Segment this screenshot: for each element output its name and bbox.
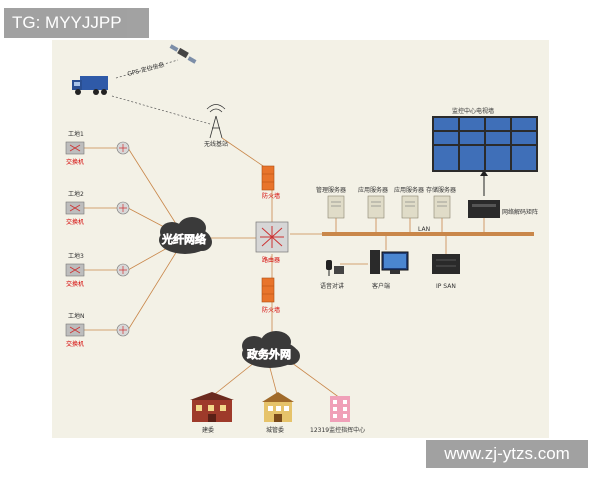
gps-links	[111, 59, 211, 125]
building3-label: 12319监控指挥中心	[310, 426, 365, 434]
site2-device	[65, 201, 85, 215]
monitor-wall-label: 监控中心电视墙	[452, 107, 494, 115]
building1-icon	[190, 392, 234, 422]
lan-label: LAN	[418, 226, 430, 233]
storage-server-icon	[433, 195, 451, 219]
antenna-icon	[206, 104, 226, 139]
firewall-top-icon	[261, 165, 275, 191]
app-server-icon	[367, 195, 385, 219]
app-server-label: 应用服务器	[358, 186, 388, 194]
site2-switch-label: 交换机	[66, 218, 84, 226]
watermark-top: TG: MYYJJPP	[4, 8, 149, 38]
diagram-panel	[52, 40, 549, 438]
client-pc-icon	[370, 250, 409, 274]
site2-label: 工地2	[68, 190, 84, 198]
storage-server-label: 存储服务器	[426, 186, 456, 194]
switch-icon-1	[116, 141, 130, 155]
mgmt-server-icon	[327, 195, 345, 219]
site1-switch-label: 交换机	[66, 158, 84, 166]
app-server2-icon	[401, 195, 419, 219]
router-icon	[255, 221, 289, 253]
switch-icon-3	[116, 263, 130, 277]
firewall-top-label: 防火墙	[262, 192, 280, 200]
microphone-icon	[326, 260, 344, 276]
external-cloud-icon	[242, 331, 300, 368]
firewall-bottom-label: 防火墙	[262, 306, 280, 314]
decoder-matrix-label: 网络解码矩阵	[502, 208, 538, 216]
firewall-bottom-icon	[261, 277, 275, 303]
site1-label: 工地1	[68, 130, 84, 138]
switch-icon-2	[116, 201, 130, 215]
monitor-arrow-head	[480, 170, 488, 176]
decoder-matrix-icon	[468, 200, 500, 218]
fiber-cloud-icon	[159, 217, 212, 254]
app-server2-label: 应用服务器	[394, 186, 424, 194]
voice-intercom-label: 语音对讲	[320, 282, 344, 290]
siteN-device	[65, 323, 85, 337]
building2-label: 城管委	[266, 426, 284, 434]
external-network-label: 政务外网	[247, 347, 291, 361]
monitor-wall-icon	[432, 116, 538, 172]
building3-icon	[330, 396, 350, 422]
site3-device	[65, 263, 85, 277]
building2-icon	[262, 392, 294, 422]
fiber-network-label: 光纤网络	[161, 232, 206, 246]
lan-bus	[322, 232, 534, 236]
site3-switch-label: 交换机	[66, 280, 84, 288]
watermark-bottom: www.zj-ytzs.com	[426, 440, 588, 468]
satellite-icon	[169, 44, 197, 64]
building1-label: 建委	[202, 426, 214, 434]
client-label: 客户端	[372, 282, 390, 290]
base-station-label: 无线基站	[204, 140, 228, 148]
siteN-switch-label: 交换机	[66, 340, 84, 348]
switch-icon-n	[116, 323, 130, 337]
ip-san-icon	[432, 254, 460, 274]
siteN-label: 工地N	[68, 312, 85, 320]
mgmt-server-label: 管理服务器	[316, 186, 346, 194]
site3-label: 工地3	[68, 252, 84, 260]
router-label: 路由器	[262, 256, 280, 264]
truck-icon	[72, 76, 108, 95]
ip-san-label: IP SAN	[436, 283, 456, 290]
site1-device	[65, 141, 85, 155]
